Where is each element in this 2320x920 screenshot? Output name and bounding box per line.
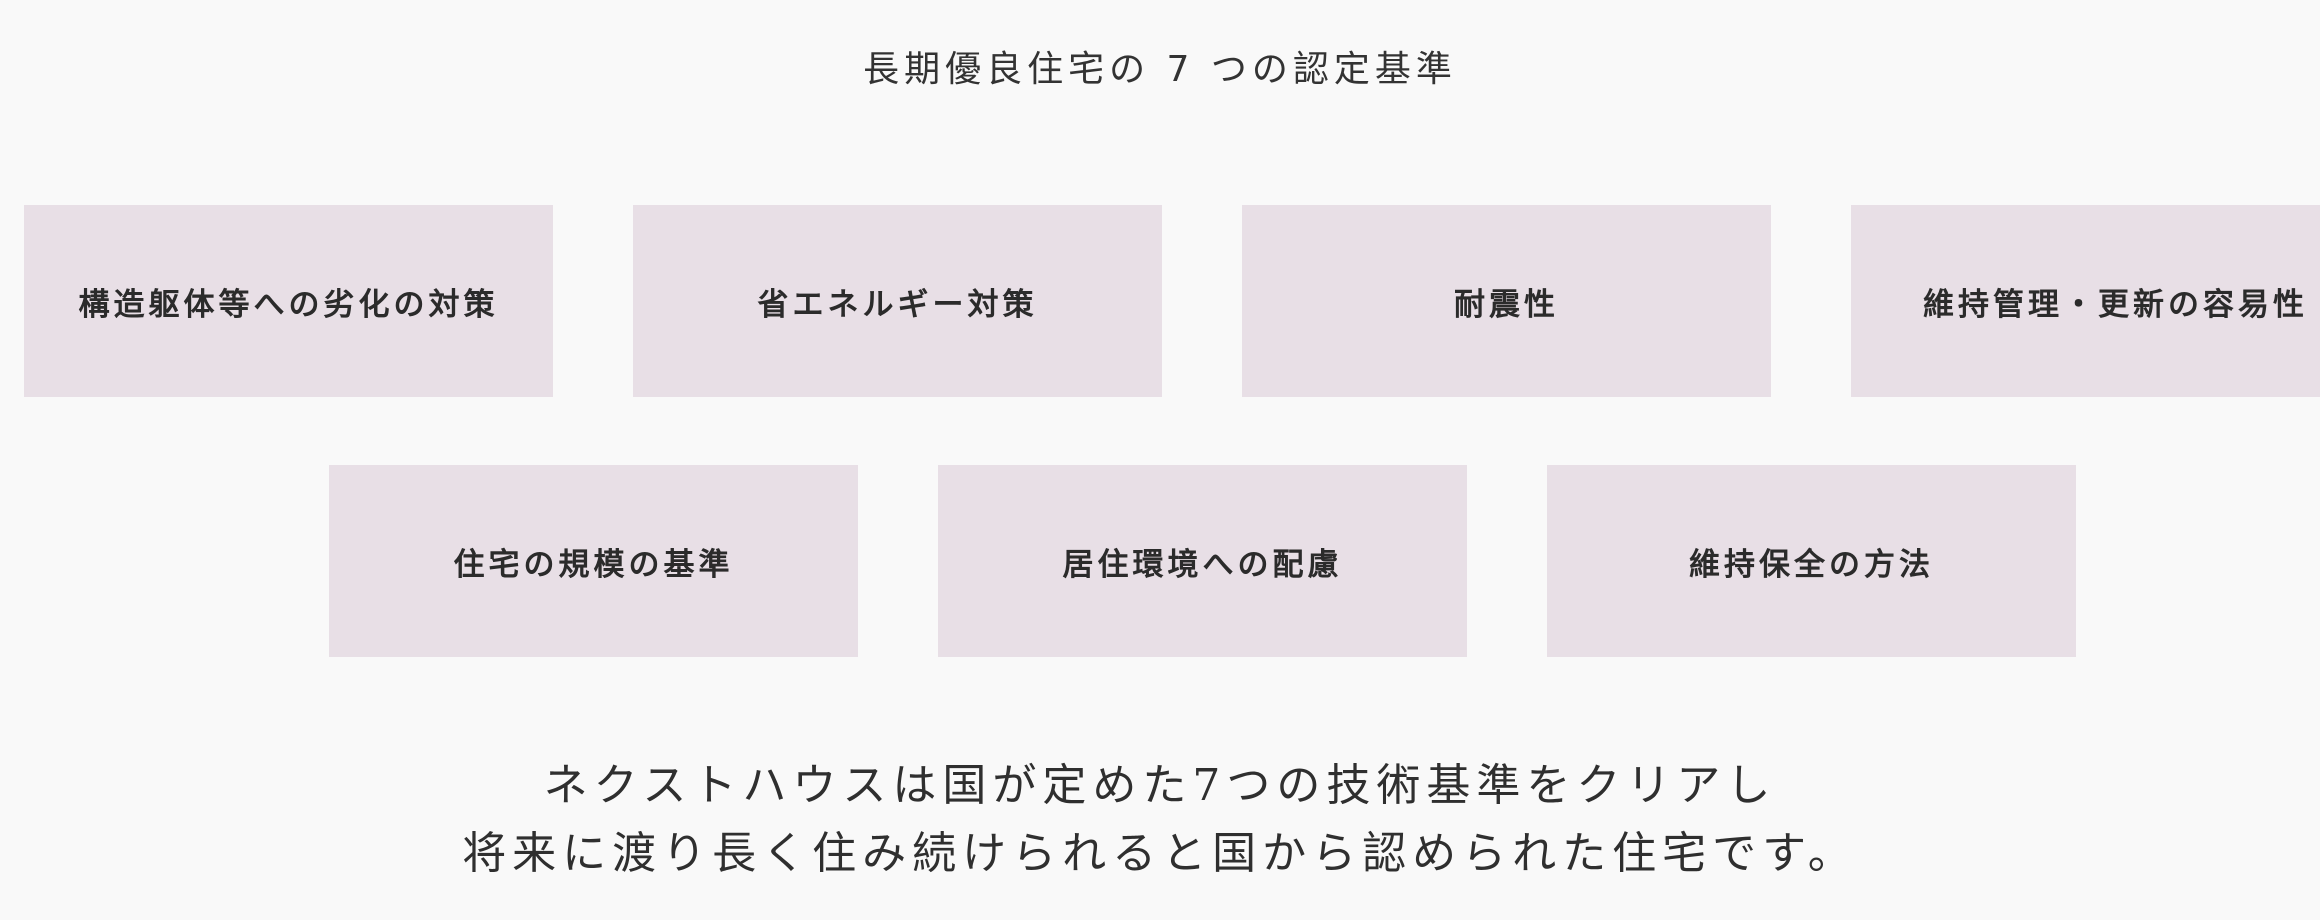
criteria-card-energy-saving: 省エネルギー対策 <box>633 205 1162 397</box>
criteria-row-2: 住宅の規模の基準 居住環境への配慮 維持保全の方法 <box>0 465 2320 657</box>
criteria-card-earthquake-resistance: 耐震性 <box>1242 205 1771 397</box>
description-line-2: 将来に渡り長く住み続けられると国から認められた住宅です。 <box>462 828 1858 879</box>
description-text: ネクストハウスは国が定めた7つの技術基準をクリアし 将来に渡り長く住み続けられる… <box>0 752 2320 888</box>
criteria-card-living-environment: 居住環境への配慮 <box>938 465 1467 657</box>
criteria-label: 維持保全の方法 <box>1689 546 1934 583</box>
criteria-row-1: 構造躯体等への劣化の対策 省エネルギー対策 耐震性 維持管理・更新の容易性 <box>0 205 2320 397</box>
criteria-label: 構造躯体等への劣化の対策 <box>78 286 499 323</box>
criteria-label: 維持管理・更新の容易性 <box>1923 286 2308 323</box>
section-heading: 長期優良住宅の 7 つの認定基準 <box>863 49 1457 90</box>
criteria-card-deterioration: 構造躯体等への劣化の対策 <box>24 205 553 397</box>
criteria-card-maintenance-method: 維持保全の方法 <box>1547 465 2076 657</box>
criteria-label: 居住環境への配慮 <box>1062 546 1343 583</box>
criteria-label: 省エネルギー対策 <box>757 286 1038 323</box>
criteria-label: 耐震性 <box>1454 286 1559 323</box>
criteria-card-maintenance-ease: 維持管理・更新の容易性 <box>1851 205 2320 397</box>
criteria-label: 住宅の規模の基準 <box>453 546 734 583</box>
description-line-1: ネクストハウスは国が定めた7つの技術基準をクリアし <box>543 760 1777 811</box>
criteria-card-housing-scale: 住宅の規模の基準 <box>329 465 858 657</box>
